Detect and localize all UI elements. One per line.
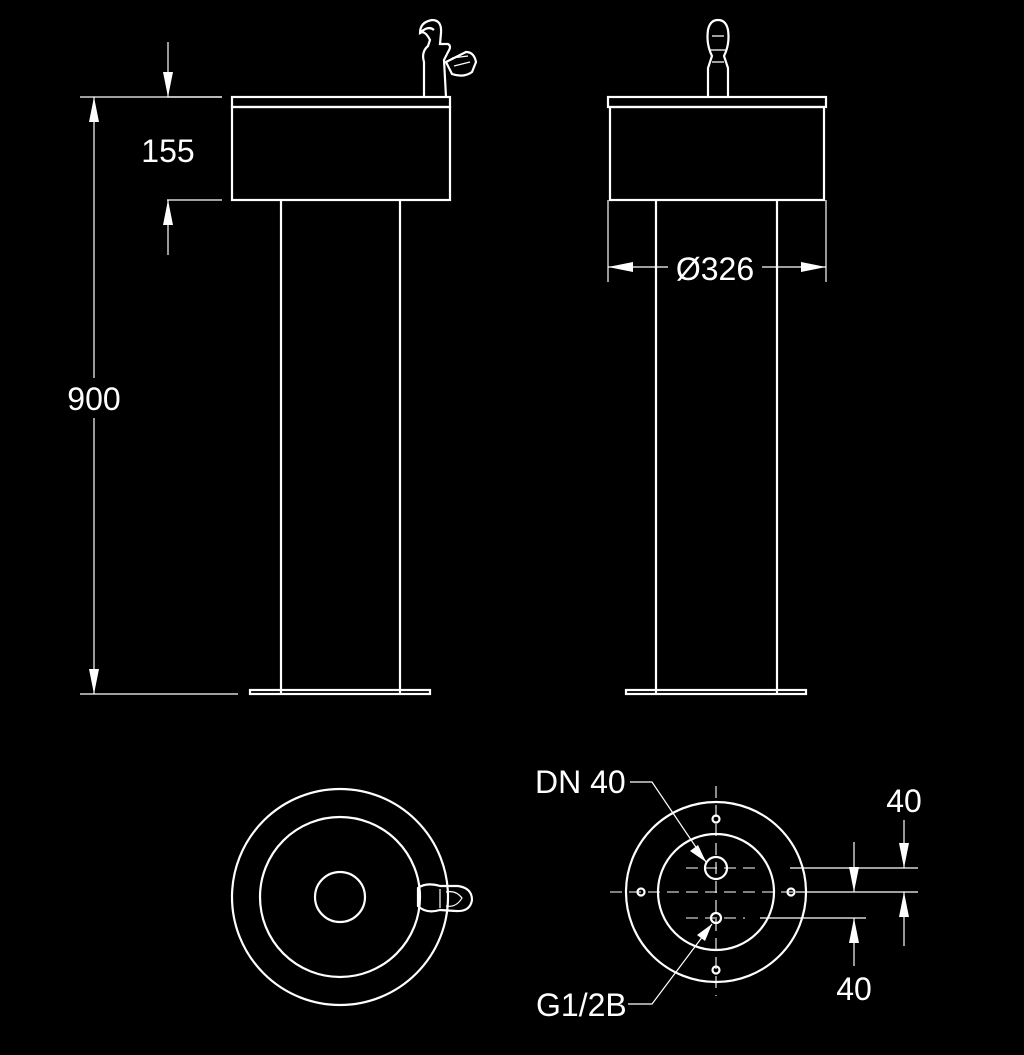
plan-fixing-hole-right <box>786 887 796 897</box>
dim-155-arrow-up <box>163 200 173 225</box>
dim-40-lower-arrow-down <box>849 867 859 892</box>
callout-supply: G1/2B <box>536 923 713 1023</box>
top-view-basin <box>258 815 422 979</box>
side-basin-body <box>608 105 826 202</box>
dimension-diameter: Ø326 <box>607 200 827 287</box>
dim-155-label: 155 <box>141 133 194 169</box>
plan-fixing-hole-top <box>711 814 721 824</box>
dim-40-upper-arrow-up <box>899 892 909 917</box>
dim-155-arrow-down <box>163 72 173 97</box>
callout-supply-label: G1/2B <box>536 987 627 1023</box>
dim-900-arrow-down <box>89 669 99 694</box>
dimension-total-height: 900 <box>67 96 238 695</box>
dim-326-arrow-left <box>608 262 633 272</box>
front-bubbler-icon <box>418 18 478 98</box>
dim-326-arrow-right <box>801 262 826 272</box>
side-view <box>606 18 828 696</box>
callout-drain-arrow <box>690 845 706 862</box>
top-view-outer-rim <box>230 787 450 1007</box>
top-view-bubbler-icon <box>416 883 474 913</box>
front-view <box>230 18 478 696</box>
plan-fixing-hole-left <box>636 887 646 897</box>
dim-40-upper-label: 40 <box>886 783 922 819</box>
front-basin-body <box>230 105 452 202</box>
top-view-drain <box>313 870 367 924</box>
installation-plan <box>610 786 824 996</box>
side-bubbler-icon <box>706 18 730 97</box>
front-basin-rim <box>230 95 452 109</box>
plan-fixing-hole-bottom <box>711 965 721 975</box>
dim-326-label: Ø326 <box>676 251 754 287</box>
dim-900-label: 900 <box>67 381 120 417</box>
front-base-plate <box>248 688 432 696</box>
callout-supply-arrow <box>697 924 712 941</box>
callout-drain-leader <box>630 781 707 863</box>
dim-40-lower-arrow-up <box>849 918 859 943</box>
dim-40-upper-arrow-down <box>899 843 909 868</box>
dim-900-arrow-up <box>89 97 99 122</box>
callout-drain-label: DN 40 <box>535 764 626 800</box>
callout-supply-leader <box>628 923 713 1005</box>
dimension-hole-spacing: 40 40 <box>760 783 922 1007</box>
dim-40-lower-label: 40 <box>836 971 872 1007</box>
top-view <box>230 787 474 1007</box>
dimension-top-height: 155 <box>141 42 222 255</box>
side-basin-rim <box>606 95 828 109</box>
side-base-plate <box>624 688 808 696</box>
callout-drain: DN 40 <box>535 764 707 863</box>
